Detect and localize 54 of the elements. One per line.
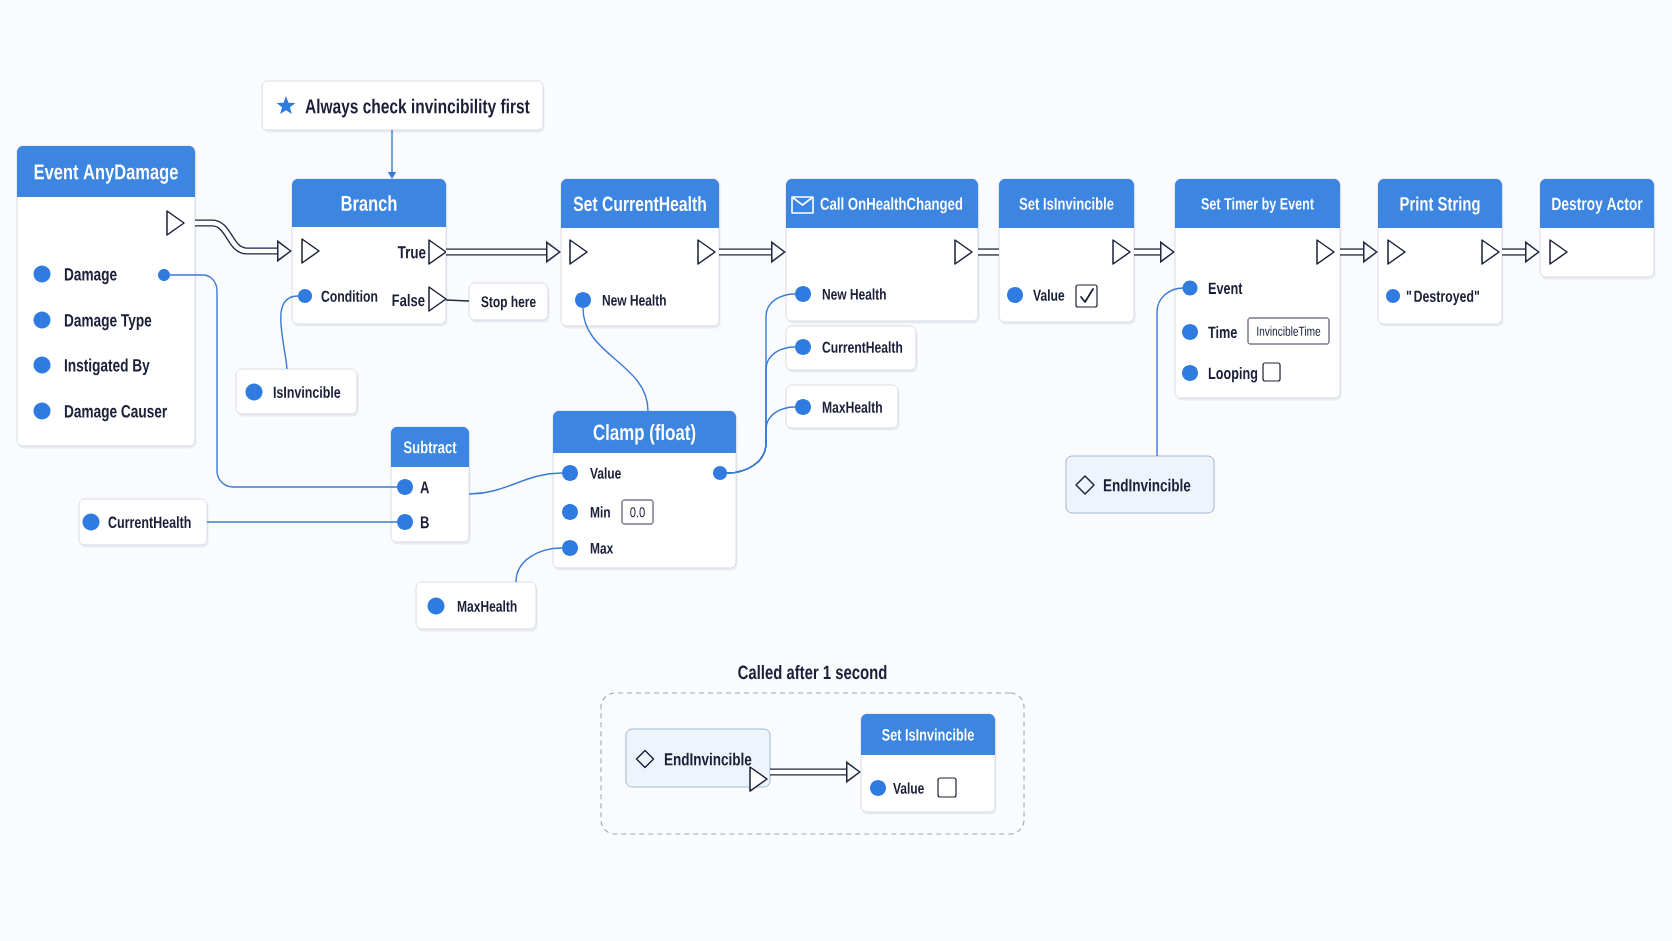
pin-label: Damage Type — [64, 314, 152, 331]
double-line — [978, 248, 999, 256]
pin-label: True — [397, 246, 426, 259]
variable-box: IsInvincible — [235, 368, 359, 417]
pin-label: B — [420, 516, 429, 529]
pin-label: Event — [1208, 282, 1243, 295]
pin-label: New Health — [822, 288, 886, 300]
node-header: Event AnyDamage — [17, 146, 195, 197]
node-header: Set Timer by Event — [1175, 179, 1340, 228]
pin-label: Max — [590, 542, 614, 554]
connector-line — [280, 295, 299, 370]
pin-label: "Destroyed" — [1406, 290, 1480, 306]
variable-box: CurrentHealth — [78, 498, 209, 548]
connector-line — [726, 406, 796, 474]
node-header: Clamp (float) — [553, 411, 736, 453]
connector-line — [445, 299, 470, 302]
node-header: Destroy Actor — [1540, 179, 1654, 228]
node-header: Print String — [1378, 179, 1502, 228]
input-field: InvincibleTime — [1247, 317, 1330, 345]
note-box: Always check invincibility first — [261, 80, 545, 133]
variable-box: CurrentHealth — [785, 325, 918, 373]
pin-label: A — [420, 481, 430, 494]
pin-label: Time — [1208, 326, 1237, 339]
node-header: Set CurrentHealth — [561, 179, 719, 228]
pin-label: False — [392, 293, 425, 307]
event-box: EndInvincible — [1065, 455, 1215, 514]
node-label: CurrentHealth — [822, 341, 903, 353]
pin-label: Damage Causer — [64, 405, 167, 422]
connector-line — [582, 307, 649, 412]
pin-label: Damage — [64, 268, 117, 285]
pin-label: Min — [590, 506, 610, 518]
input-field: 0.0 — [621, 499, 654, 525]
pin-label: Value — [590, 467, 621, 479]
pin-label: Value — [1033, 289, 1065, 301]
pin-label: Value — [893, 782, 924, 794]
node-header: Call OnHealthChanged — [786, 179, 978, 228]
node-header: Set IsInvincible — [861, 714, 995, 755]
pin-label: New Health — [602, 294, 666, 306]
event-box: EndInvincible — [625, 728, 771, 788]
pin-label: Instigated By — [64, 358, 150, 376]
connector-line — [169, 274, 398, 488]
connector-line — [515, 547, 563, 583]
pin-label: Looping — [1208, 367, 1258, 383]
variable-box: MaxHealth — [415, 581, 538, 632]
connector-line — [206, 521, 398, 523]
pin-label: Condition — [321, 290, 378, 302]
connector-line — [1156, 287, 1184, 457]
group-title: Called after 1 second — [738, 665, 887, 680]
connector-line — [468, 472, 563, 495]
variable-box: MaxHealth — [785, 384, 900, 431]
node-header: Set IsInvincible — [999, 179, 1134, 228]
node-header: Subtract — [391, 427, 469, 467]
text-box: Stop here — [468, 282, 550, 323]
node-header: Branch — [292, 179, 446, 227]
